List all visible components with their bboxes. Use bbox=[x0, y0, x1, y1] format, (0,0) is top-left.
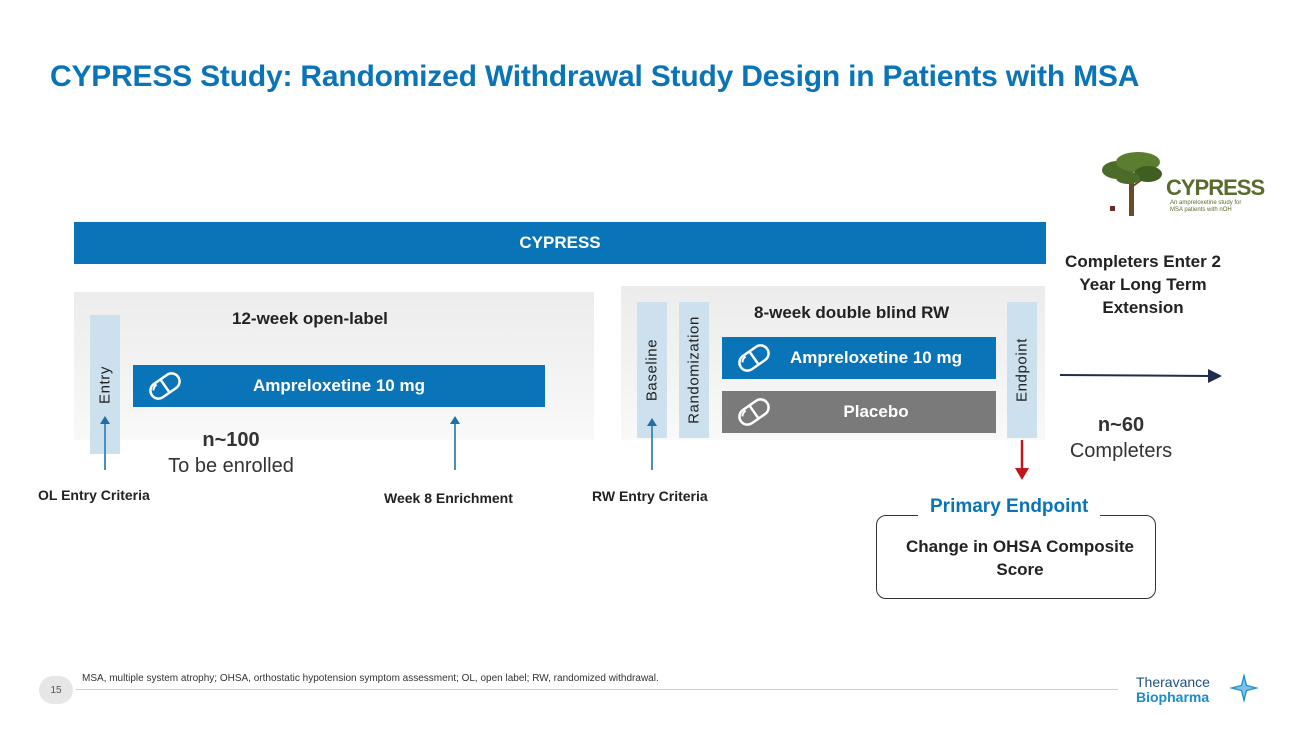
open-label-arm: Ampreloxetine 10 mg bbox=[133, 365, 545, 407]
page-number: 15 bbox=[39, 676, 73, 704]
week8-arrow bbox=[450, 416, 460, 470]
footer-divider bbox=[76, 689, 1118, 690]
completers-n: n~60 bbox=[1097, 414, 1145, 436]
star-logo-icon bbox=[1229, 673, 1259, 703]
logo-subtitle: An ampreloxetine study for MSA patients … bbox=[1170, 200, 1242, 213]
extension-arrow bbox=[1059, 369, 1222, 383]
randomization-label: Randomization bbox=[685, 316, 703, 424]
completers-desc: Completers bbox=[1069, 440, 1173, 462]
capsule-icon bbox=[738, 344, 770, 372]
capsule-icon bbox=[738, 398, 770, 426]
footnote: MSA, multiple system atrophy; OHSA, orth… bbox=[82, 673, 659, 684]
cypress-banner: CYPRESS bbox=[74, 222, 1046, 264]
baseline-bar: Baseline bbox=[637, 302, 667, 438]
endpoint-arrow bbox=[1015, 440, 1029, 480]
rw-entry-arrow bbox=[647, 418, 657, 470]
tree-icon bbox=[1102, 152, 1162, 216]
logo-name: CYPRESS bbox=[1166, 175, 1265, 200]
enrolled-n: n~100 bbox=[202, 429, 260, 451]
rw-placebo-arm: Placebo bbox=[722, 391, 996, 433]
endpoint-bar: Endpoint bbox=[1007, 302, 1037, 438]
rw-entry-criteria: RW Entry Criteria bbox=[592, 488, 708, 504]
primary-endpoint-title: Primary Endpoint bbox=[918, 496, 1101, 518]
randomization-bar: Randomization bbox=[679, 302, 709, 438]
entry-label: Entry bbox=[96, 365, 114, 404]
rw-active-arm: Ampreloxetine 10 mg bbox=[722, 337, 996, 379]
rw-placebo-arm-label: Placebo bbox=[843, 402, 909, 421]
brand-line1: Theravance bbox=[1136, 674, 1210, 690]
primary-endpoint-text: Change in OHSA Composite Score bbox=[906, 537, 1134, 579]
ol-entry-criteria: OL Entry Criteria bbox=[38, 487, 150, 503]
enrolled-desc: To be enrolled bbox=[168, 455, 294, 477]
endpoint-label: Endpoint bbox=[1013, 337, 1031, 403]
completers-count: n~60 Completers bbox=[1050, 412, 1192, 464]
cypress-logo bbox=[1098, 150, 1258, 220]
ol-entry-arrow bbox=[100, 416, 110, 470]
extension-text: Completers Enter 2 Year Long Term Extens… bbox=[1065, 252, 1221, 317]
baseline-label: Baseline bbox=[643, 338, 661, 402]
open-label-arm-label: Ampreloxetine 10 mg bbox=[253, 376, 425, 395]
brand-logo: Theravance Biopharma bbox=[1136, 675, 1210, 705]
enrolled-count: n~100 To be enrolled bbox=[140, 427, 322, 479]
page-title: CYPRESS Study: Randomized Withdrawal Stu… bbox=[50, 60, 1140, 93]
week8-enrichment: Week 8 Enrichment bbox=[384, 490, 513, 506]
rw-active-arm-label: Ampreloxetine 10 mg bbox=[790, 348, 962, 367]
capsule-icon bbox=[149, 372, 181, 400]
rw-phase-title: 8-week double blind RW bbox=[754, 303, 950, 322]
open-label-phase-title: 12-week open-label bbox=[232, 309, 388, 328]
brand-line2: Biopharma bbox=[1136, 689, 1210, 705]
